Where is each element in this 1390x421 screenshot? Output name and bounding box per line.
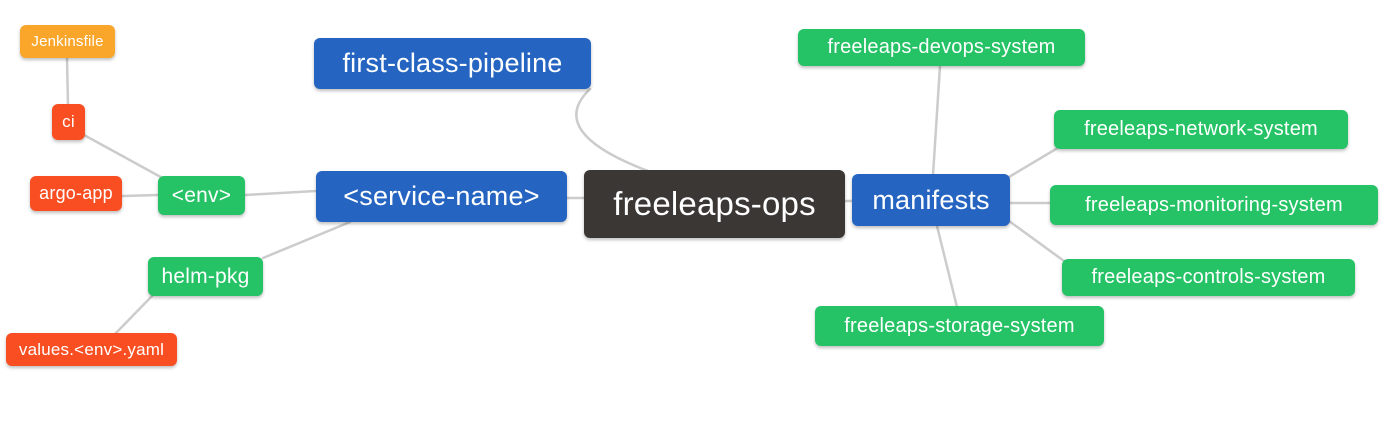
- edge-values-helm-pkg: [113, 294, 154, 336]
- edge-helm-pkg-service-name: [261, 220, 352, 260]
- edge-manifests-controls: [1007, 219, 1066, 263]
- edge-manifests-network: [1007, 147, 1058, 179]
- edge-ci-env: [82, 133, 170, 183]
- node-controls-system[interactable]: freeleaps-controls-system: [1062, 259, 1355, 296]
- edge-env-service-name: [243, 189, 318, 197]
- node-argo-app[interactable]: argo-app: [30, 176, 122, 211]
- edge-argo-app-env: [120, 193, 160, 198]
- node-ci[interactable]: ci: [52, 104, 85, 140]
- node-monitoring-system[interactable]: freeleaps-monitoring-system: [1050, 185, 1378, 225]
- edge-pipeline-ops: [575, 87, 650, 173]
- node-freeleaps-ops[interactable]: freeleaps-ops: [584, 170, 845, 238]
- node-service-name[interactable]: <service-name>: [316, 171, 567, 222]
- node-manifests[interactable]: manifests: [852, 174, 1010, 226]
- node-env[interactable]: <env>: [158, 176, 245, 215]
- node-storage-system[interactable]: freeleaps-storage-system: [815, 306, 1104, 346]
- node-values-env-yaml[interactable]: values.<env>.yaml: [6, 333, 177, 366]
- edge-jenkinsfile-ci: [65, 56, 70, 107]
- node-first-class-pipeline[interactable]: first-class-pipeline: [314, 38, 591, 89]
- node-network-system[interactable]: freeleaps-network-system: [1054, 110, 1348, 149]
- node-helm-pkg[interactable]: helm-pkg: [148, 257, 263, 296]
- node-jenkinsfile[interactable]: Jenkinsfile: [20, 25, 115, 58]
- edge-manifests-storage: [935, 224, 959, 309]
- edge-manifests-devops: [931, 64, 942, 177]
- node-devops-system[interactable]: freeleaps-devops-system: [798, 29, 1085, 66]
